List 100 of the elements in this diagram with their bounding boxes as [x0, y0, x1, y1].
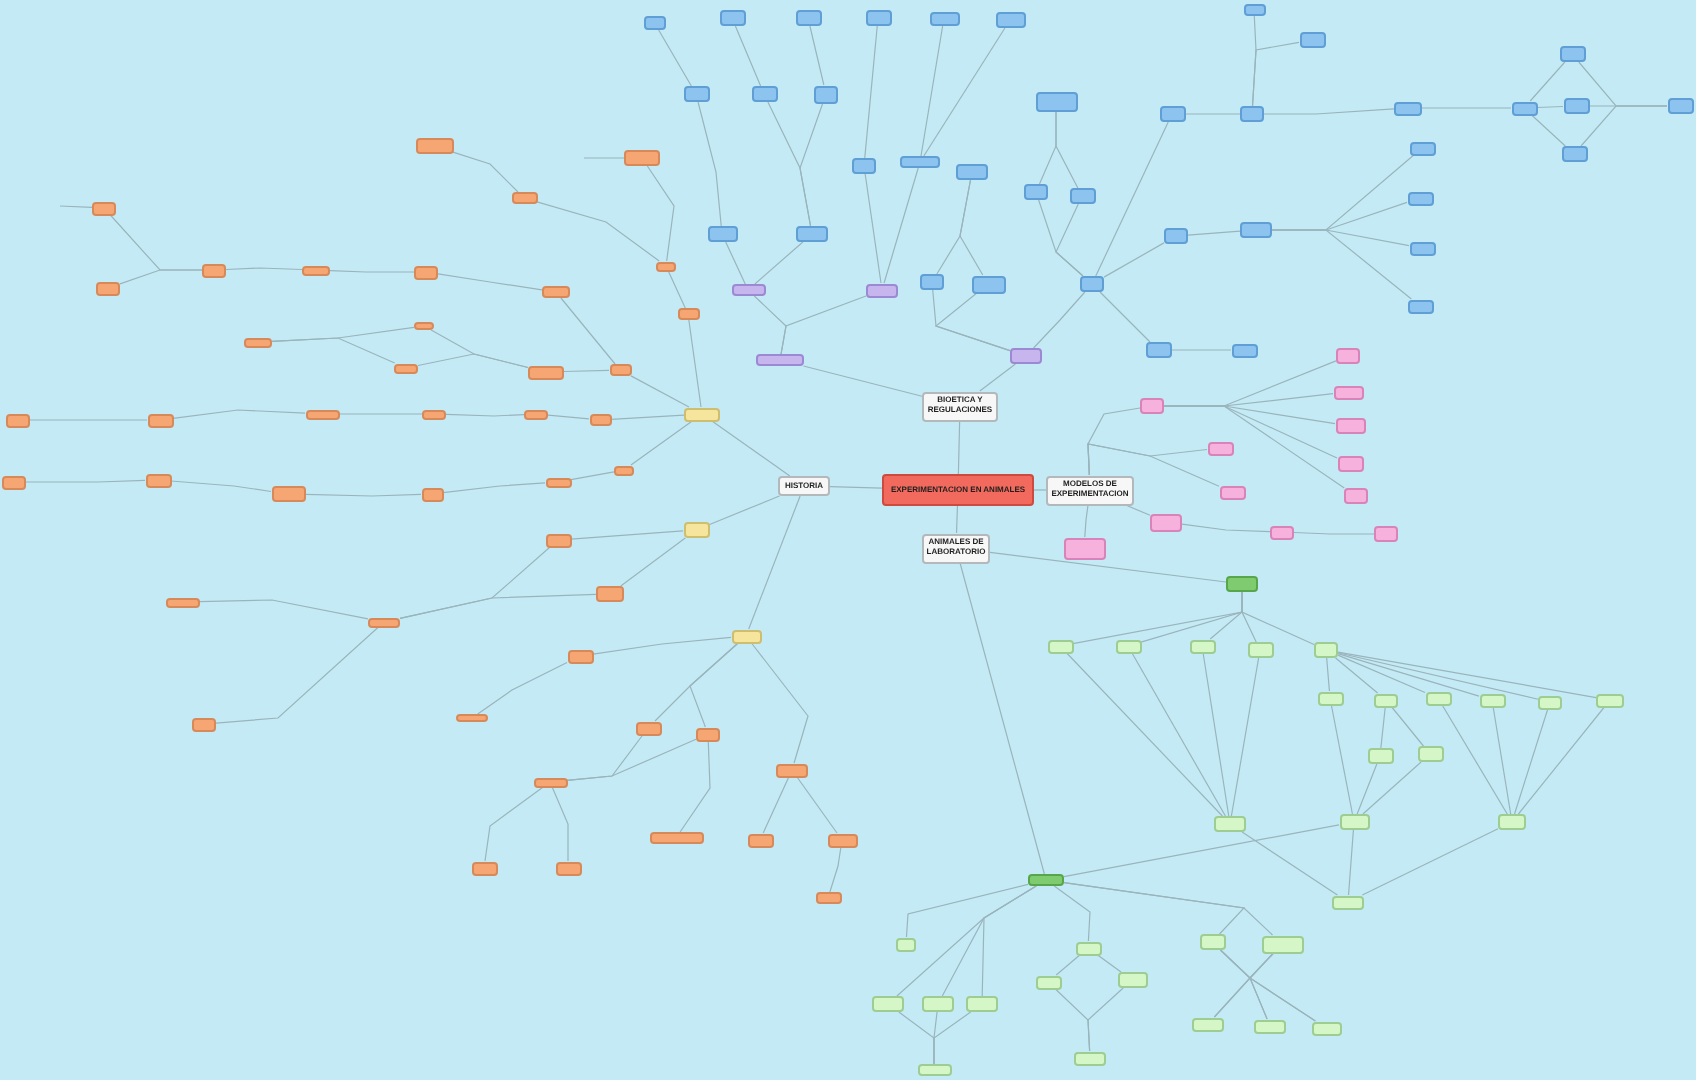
connector-line — [799, 102, 824, 227]
concept-box — [147, 413, 173, 427]
connector-line — [1337, 651, 1597, 699]
connector-line — [536, 201, 660, 262]
concept-box — [956, 164, 988, 180]
concept-box — [2, 475, 26, 489]
concept-box — [1035, 92, 1077, 112]
connector-line — [437, 273, 543, 291]
concept-box — [456, 714, 488, 722]
connector-line — [225, 267, 303, 271]
connector-line — [754, 241, 804, 285]
connector-line — [59, 205, 93, 209]
concept-box — [1010, 348, 1042, 364]
concept-box — [1080, 276, 1104, 292]
connector-line — [1361, 828, 1499, 896]
concept-box — [795, 10, 821, 26]
connector-line — [657, 28, 692, 87]
concept-box — [920, 274, 944, 290]
connector-line — [697, 101, 722, 227]
concept-box — [524, 409, 548, 419]
connector-line — [734, 25, 762, 87]
concept-box — [414, 322, 434, 330]
concept-box — [394, 363, 418, 373]
concept-box — [865, 10, 891, 26]
concept-box — [1145, 342, 1171, 358]
connector-line — [1055, 111, 1079, 189]
concept-box — [1333, 385, 1363, 399]
connector-line — [1251, 41, 1300, 107]
concept-box — [609, 364, 631, 376]
connector-line — [1097, 954, 1122, 973]
connector-line — [1066, 652, 1223, 817]
connector-line — [25, 479, 146, 483]
connector-line — [570, 530, 684, 540]
concept-box — [422, 409, 446, 419]
concept-box — [1189, 639, 1215, 653]
connector-line — [1380, 706, 1386, 749]
connector-line — [780, 295, 867, 355]
concept-box — [1035, 975, 1061, 989]
connector-line — [679, 740, 711, 833]
connector-line — [484, 786, 544, 862]
connector-line — [119, 269, 203, 285]
connector-line — [1337, 654, 1426, 694]
connector-line — [271, 337, 396, 364]
connector-line — [1347, 829, 1354, 896]
connector-line — [748, 495, 801, 630]
connector-line — [1391, 706, 1425, 747]
concept-box — [368, 617, 400, 627]
connector-line — [1099, 291, 1151, 343]
concept-box — [1150, 513, 1182, 531]
connector-line — [667, 270, 686, 309]
connector-line — [1513, 708, 1549, 815]
concept-box — [96, 281, 120, 295]
connector-line — [560, 297, 616, 365]
connector-line — [1517, 706, 1605, 815]
concept-box — [1240, 106, 1264, 122]
connector-line — [1202, 652, 1230, 817]
concept-box — [421, 487, 443, 501]
connector-line — [198, 599, 369, 620]
concept-box — [302, 265, 330, 275]
concept-box — [1069, 188, 1095, 204]
concept-box — [596, 586, 624, 602]
concept-box — [1394, 101, 1422, 115]
connector-line — [829, 486, 883, 489]
concept-box — [776, 763, 808, 777]
connector-line — [920, 24, 944, 157]
concept-box — [815, 892, 841, 904]
concept-box — [731, 284, 765, 296]
concept-box — [796, 226, 828, 242]
concept-box — [917, 1064, 951, 1076]
concept-box — [922, 996, 954, 1012]
concept-box — [900, 156, 940, 168]
connector-line — [452, 151, 519, 193]
connector-line — [864, 25, 878, 159]
connector-line — [708, 495, 781, 526]
concept-box — [656, 261, 676, 271]
concept-box — [567, 649, 593, 663]
connector-line — [1330, 704, 1354, 815]
concept-box — [1140, 398, 1164, 414]
connector-line — [445, 413, 525, 417]
concept-box — [1374, 526, 1398, 542]
connector-line — [417, 353, 529, 369]
concept-box — [756, 354, 804, 366]
connector-line — [1055, 203, 1084, 277]
concept-box — [1367, 748, 1393, 764]
connector-line — [477, 661, 568, 715]
concept-box — [866, 283, 898, 297]
concept-box — [747, 833, 773, 847]
connector-line — [762, 776, 790, 834]
connector-line — [610, 414, 685, 420]
connector-line — [959, 179, 984, 276]
concept-box — [1254, 1019, 1286, 1033]
concept-box — [471, 861, 497, 875]
connector-line — [1087, 987, 1124, 1052]
connector-line — [809, 25, 825, 86]
connector-line — [1131, 652, 1226, 817]
concept-box — [414, 265, 438, 279]
connector-line — [1241, 591, 1315, 646]
concept-box — [677, 308, 699, 320]
concept-box — [1314, 642, 1338, 658]
connector-line — [979, 363, 1017, 392]
